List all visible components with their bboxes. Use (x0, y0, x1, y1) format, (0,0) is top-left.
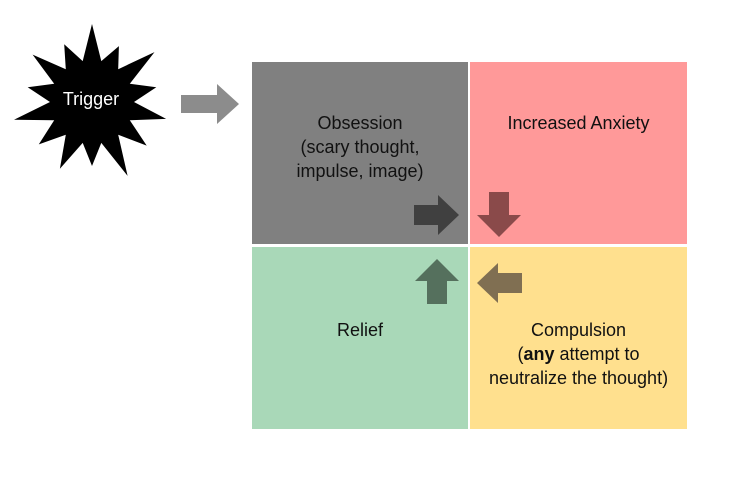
arrow-up-icon (415, 259, 459, 304)
relief-title: Relief (336, 320, 384, 340)
arrow-down-shape (477, 192, 521, 237)
relief-text: Relief (252, 318, 468, 342)
arrow-down-icon (477, 192, 521, 237)
compulsion-detail-line1: (any attempt to (470, 342, 687, 366)
starburst-shape (14, 24, 167, 176)
trigger-arrow-shape (181, 84, 239, 124)
compulsion-text: Compulsion (any attempt to neutralize th… (470, 318, 687, 390)
obsession-text: Obsession (scary thought, impulse, image… (252, 111, 468, 183)
trigger-label: Trigger (62, 89, 120, 109)
obsession-detail-line1: (scary thought, (300, 137, 420, 157)
compulsion-any-emphasis: any (523, 344, 555, 364)
anxiety-title: Increased Anxiety (507, 113, 650, 133)
obsession-detail-line2: impulse, image) (296, 161, 424, 181)
compulsion-title: Compulsion (530, 320, 627, 340)
arrow-left-icon (477, 263, 522, 303)
trigger-starburst (14, 24, 167, 176)
compulsion-detail-rest: attempt to (554, 344, 640, 364)
arrow-right-shape (414, 195, 459, 235)
trigger-arrow-icon (181, 84, 239, 124)
anxiety-text: Increased Anxiety (470, 111, 687, 135)
compulsion-detail-line2: neutralize the thought) (488, 368, 669, 388)
obsession-title: Obsession (317, 113, 403, 133)
compulsion-open-paren: ( (517, 344, 524, 364)
arrow-left-shape (477, 263, 522, 303)
arrow-right-icon (414, 195, 459, 235)
quadrant-compulsion: Compulsion (any attempt to neutralize th… (470, 247, 687, 429)
arrow-up-shape (415, 259, 459, 304)
